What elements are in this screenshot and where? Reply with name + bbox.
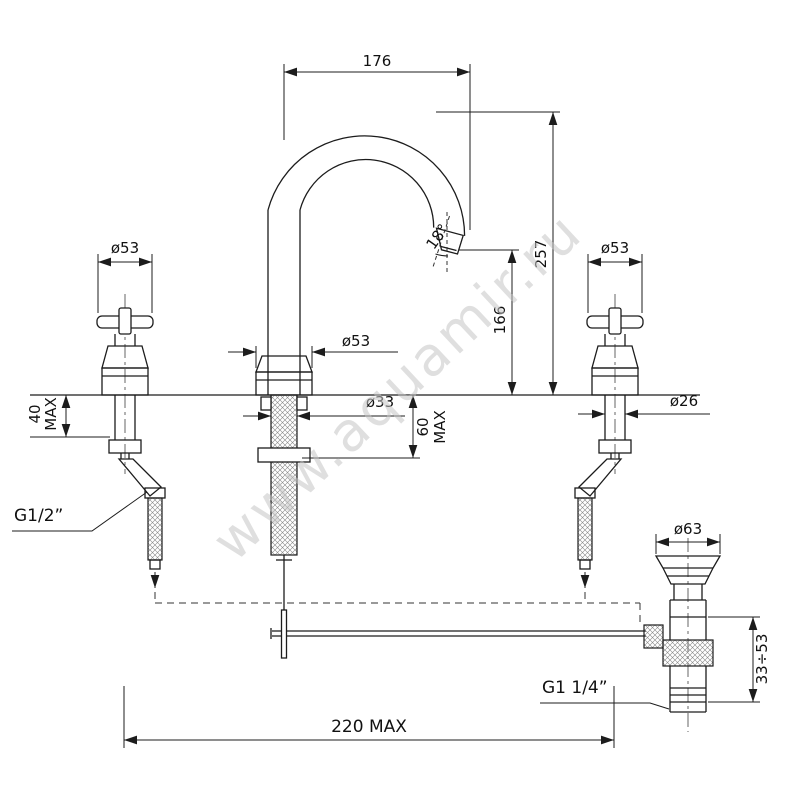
dim-right-handle-dia: ø53 (601, 239, 629, 257)
dim-waste-flange-dia: ø63 (674, 520, 702, 538)
dim-left-handle-dia: ø53 (111, 239, 139, 257)
drain-locknut (662, 639, 714, 667)
label-supply-thread: G1/2” (14, 506, 63, 526)
drain-tail-thread (669, 666, 707, 713)
dim-waste-range: 33÷53 (753, 634, 771, 685)
drain-assembly (643, 555, 722, 713)
dim-hole-spacing: 220 MAX (331, 717, 407, 737)
watermark: www.aquamir.ru (200, 200, 594, 573)
supply-route-dashed (154, 592, 641, 624)
dim-spout-hole-dia: ø33 (366, 393, 394, 411)
dim-deck-max-spout-value: 60 (414, 417, 432, 436)
label-waste-thread: G1 1/4” (542, 678, 608, 698)
left-handle (96, 307, 154, 396)
dim-deck-max-handle-suffix: MAX (42, 397, 60, 430)
dim-deck-max-handle-value: 40 (26, 404, 44, 423)
spout-shank (257, 394, 311, 632)
pop-up-rod (270, 609, 646, 659)
aerator (435, 227, 465, 255)
pop-up-lever-boss (643, 624, 664, 649)
dim-spout-base-dia: ø53 (342, 332, 370, 350)
right-valve-hose (575, 395, 631, 588)
left-valve-hose (108, 395, 166, 588)
dim-overall-height: 257 (532, 240, 550, 269)
dim-handle-hole-dia: ø26 (670, 392, 698, 410)
dim-deck-max-spout-suffix: MAX (431, 410, 449, 443)
dim-outlet-height: 166 (491, 306, 509, 335)
dim-spout-reach: 176 (363, 52, 392, 70)
